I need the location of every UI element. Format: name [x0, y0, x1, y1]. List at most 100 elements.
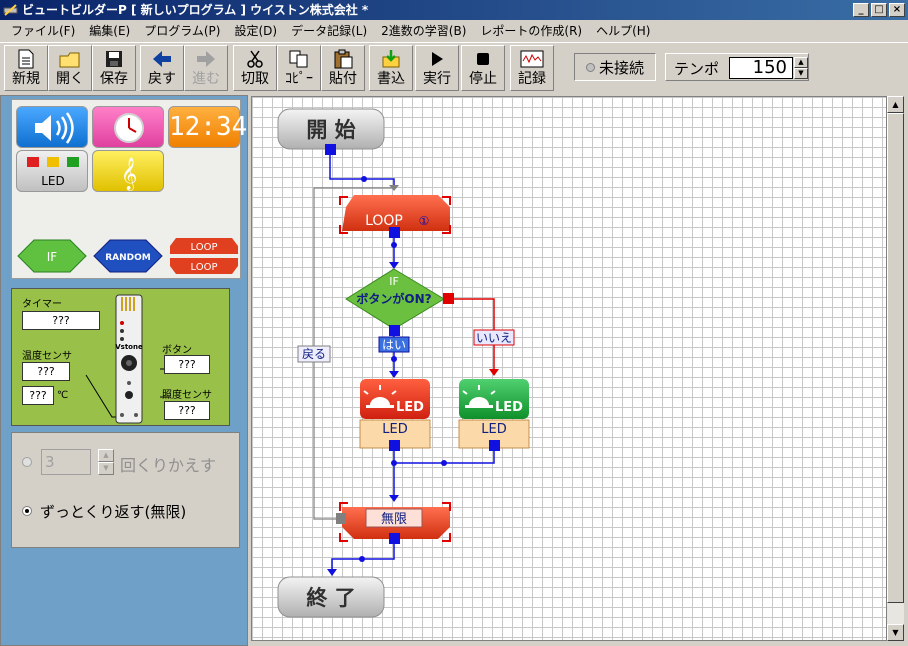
copy-label: ｺﾋﾟｰ	[285, 71, 313, 87]
palette-loop-bottom-label: LOOP	[191, 262, 218, 273]
palette-sound-block[interactable]	[16, 106, 88, 148]
open-button[interactable]: 開く	[48, 45, 92, 91]
scroll-thumb[interactable]	[887, 113, 904, 603]
menu-binary[interactable]: 2進数の学習(B)	[381, 23, 467, 38]
if-yes-port[interactable]	[389, 325, 400, 336]
infinite-label: ずっとくり返す(無限)	[40, 503, 187, 521]
tempo-control: テンポ 150 ▲ ▼	[665, 53, 809, 81]
copy-button[interactable]: ｺﾋﾟｰ	[277, 45, 321, 91]
status-dot-icon	[585, 62, 595, 72]
end-node[interactable]: 終 了	[277, 576, 385, 618]
infinite-entry-arrow-icon	[389, 495, 399, 502]
title-bar: ビュートビルダーP [ 新しいプログラム ] ウイストン株式会社 * _ □ ×	[0, 0, 908, 20]
palette-if-block[interactable]: IF	[16, 236, 88, 278]
scissors-icon	[247, 50, 263, 68]
toolbar: 新規 開く 保存 戻す 進む 切取 ｺﾋﾟｰ 貼付 書込 実行 停止	[0, 42, 908, 94]
undo-arrow-icon	[153, 51, 171, 67]
repeat-up-button[interactable]: ▲	[98, 449, 114, 462]
infinite-radio-dot	[25, 509, 29, 513]
save-disk-icon	[106, 51, 122, 67]
menu-program[interactable]: プログラム(P)	[144, 23, 221, 38]
infinite-radio[interactable]	[22, 506, 32, 516]
junction-dot	[359, 556, 365, 562]
tempo-up-button[interactable]: ▲	[794, 57, 808, 68]
led-green-entry-arrow-icon	[489, 369, 499, 376]
led-red-output-port[interactable]	[389, 440, 400, 451]
palette-clock-block[interactable]: 12:34	[168, 106, 247, 148]
scroll-down-button[interactable]: ▼	[887, 624, 904, 641]
new-button[interactable]: 新規	[4, 45, 48, 91]
redo-label: 進む	[192, 71, 220, 87]
infinite-output-port[interactable]	[389, 533, 400, 544]
undo-button[interactable]: 戻す	[140, 45, 184, 91]
repeat-count-radio[interactable]	[22, 457, 32, 467]
led-green-output-port[interactable]	[489, 440, 500, 451]
record-label: 記録	[518, 71, 546, 87]
if-node[interactable]: IF ボタンがON?	[345, 268, 454, 336]
start-label: 開 始	[306, 118, 355, 142]
led-red-label: LED	[382, 422, 407, 437]
tempo-label: テンポ	[674, 60, 720, 78]
download-write-icon	[382, 50, 400, 68]
palette-led-label: LED	[41, 174, 65, 188]
if-diamond-icon: IF	[17, 239, 87, 273]
scroll-up-button[interactable]: ▲	[887, 96, 904, 113]
repeat-down-button[interactable]: ▼	[98, 462, 114, 475]
tempo-spinner: ▲ ▼	[794, 57, 808, 79]
stop-button[interactable]: 停止	[461, 45, 505, 91]
timer-label: タイマー	[22, 299, 62, 310]
menu-help[interactable]: ヘルプ(H)	[596, 23, 651, 38]
palette-led-block[interactable]: LED	[16, 150, 88, 192]
loop-node[interactable]: LOOP ①	[339, 195, 451, 238]
menu-settings[interactable]: 設定(D)	[234, 23, 278, 38]
minimize-button[interactable]: _	[853, 3, 869, 17]
status-text: 未接続	[598, 58, 644, 77]
no-label-tag: いいえ	[473, 329, 515, 346]
menu-edit[interactable]: 編集(E)	[89, 23, 131, 38]
cut-button[interactable]: 切取	[233, 45, 277, 91]
end-label: 終 了	[306, 586, 355, 610]
if-no-port[interactable]	[443, 293, 454, 304]
new-label: 新規	[12, 71, 40, 87]
infinite-back-port[interactable]	[336, 513, 346, 524]
maximize-button[interactable]: □	[871, 3, 887, 17]
infinite-selection-marks	[339, 502, 451, 542]
close-button[interactable]: ×	[889, 3, 905, 17]
menu-report[interactable]: レポートの作成(R)	[480, 23, 583, 38]
paste-button[interactable]: 貼付	[321, 45, 365, 91]
repeat-count-input[interactable]: 3	[41, 449, 91, 475]
window-title: ビュートビルダーP [ 新しいプログラム ] ウイストン株式会社 *	[22, 3, 369, 17]
tempo-input[interactable]: 150	[729, 57, 793, 79]
canvas-scrollbar[interactable]: ▲ ▼	[887, 96, 904, 641]
led-red-node[interactable]: LED LED	[359, 379, 431, 451]
write-button[interactable]: 書込	[369, 45, 413, 91]
tempo-down-button[interactable]: ▼	[794, 68, 808, 79]
back-label-tag: 戻る	[297, 345, 331, 363]
infinite-loop-node[interactable]: 無限	[336, 502, 451, 544]
repeat-count-spinner: ▲ ▼	[98, 449, 114, 475]
palette-music-block[interactable]: 𝄞	[92, 150, 164, 192]
if-title: IF	[389, 275, 399, 288]
menu-file[interactable]: ファイル(F)	[11, 23, 76, 38]
save-button[interactable]: 保存	[92, 45, 136, 91]
start-node[interactable]: 開 始	[277, 108, 385, 155]
app-icon	[3, 4, 18, 16]
menu-data-record[interactable]: データ記録(L)	[291, 23, 368, 38]
redo-button[interactable]: 進む	[184, 45, 228, 91]
undo-label: 戻す	[148, 71, 176, 87]
stop-label: 停止	[469, 71, 497, 87]
record-chart-icon	[520, 50, 544, 68]
redo-arrow-icon	[197, 51, 215, 67]
loop-output-port[interactable]	[389, 227, 400, 238]
stop-icon	[477, 53, 489, 65]
palette-random-block[interactable]: RANDOM	[92, 236, 164, 278]
flow-canvas[interactable]: 開 始 LOOP ① IF ボタンがON? はい いい	[251, 96, 887, 641]
led-green-node[interactable]: LED LED	[458, 379, 530, 451]
start-output-port[interactable]	[325, 144, 336, 155]
junction-dot	[391, 460, 397, 466]
palette-timer-block[interactable]	[92, 106, 164, 148]
record-button[interactable]: 記録	[510, 45, 554, 91]
run-button[interactable]: 実行	[415, 45, 459, 91]
